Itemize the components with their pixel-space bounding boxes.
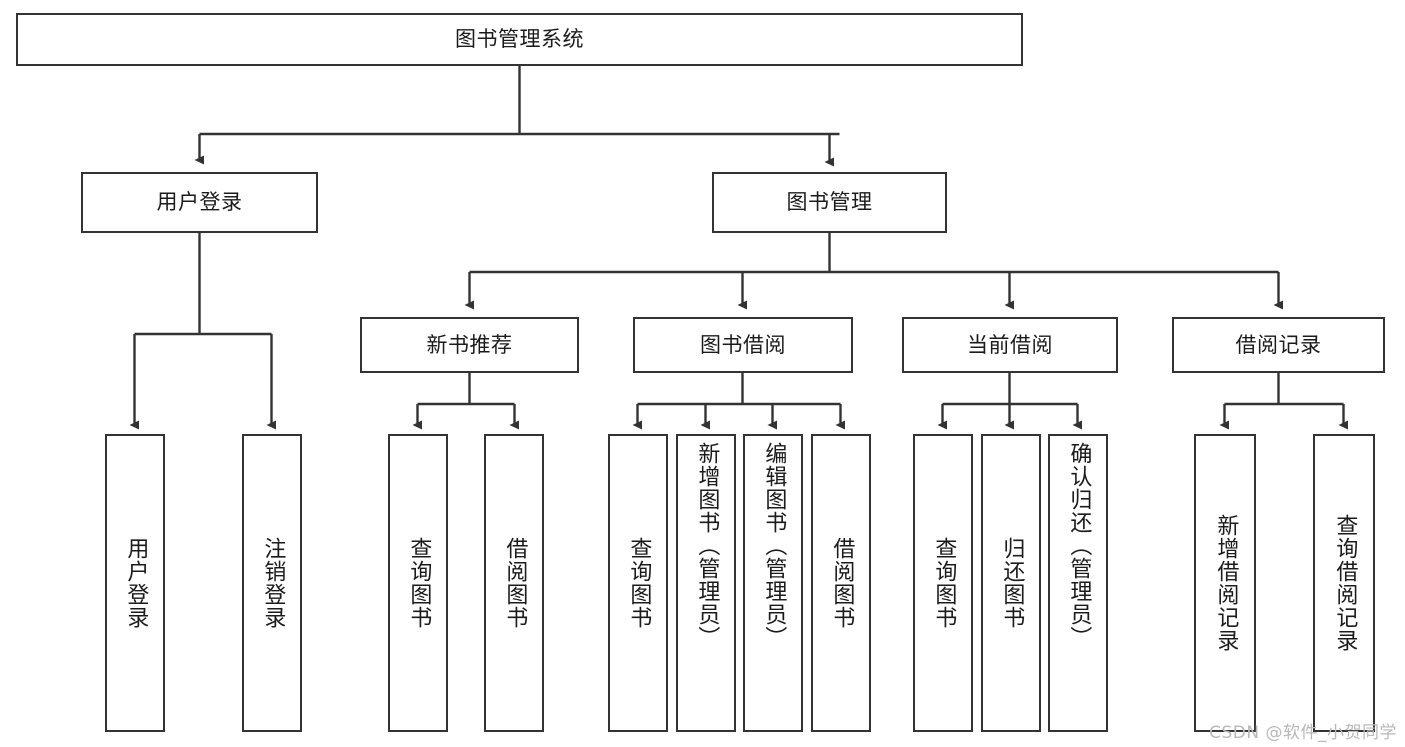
node-label: 确认归还（管理员） bbox=[1066, 442, 1092, 649]
node-user-login[interactable]: 用户登录 bbox=[81, 172, 318, 233]
leaf-logout[interactable]: 注销登录 bbox=[242, 434, 302, 732]
node-label: 归还图书 bbox=[999, 537, 1025, 629]
leaf-cb-confirm-return-admin[interactable]: 确认归还（管理员） bbox=[1048, 434, 1108, 732]
node-label: 用户登录 bbox=[123, 537, 149, 629]
node-label: 查询借阅记录 bbox=[1332, 514, 1358, 652]
node-label: 图书管理 bbox=[786, 190, 873, 215]
node-label: 新增借阅记录 bbox=[1213, 514, 1239, 652]
node-label: 新增图书（管理员） bbox=[694, 442, 720, 649]
node-label: 图书管理系统 bbox=[455, 27, 584, 52]
node-book-management[interactable]: 图书管理 bbox=[712, 172, 947, 233]
node-label: 借阅记录 bbox=[1235, 332, 1322, 357]
leaf-bb-borrow-book[interactable]: 借阅图书 bbox=[811, 434, 871, 732]
node-label: 当前借阅 bbox=[967, 332, 1053, 357]
leaf-bb-add-book-admin[interactable]: 新增图书（管理员） bbox=[676, 434, 736, 732]
leaf-cb-return-book[interactable]: 归还图书 bbox=[981, 434, 1041, 732]
leaf-nb-query-book[interactable]: 查询图书 bbox=[388, 434, 448, 732]
node-label: 用户登录 bbox=[156, 190, 243, 215]
node-label: 图书借阅 bbox=[700, 332, 786, 357]
node-new-book-recommend[interactable]: 新书推荐 bbox=[360, 317, 579, 373]
leaf-bb-query-book[interactable]: 查询图书 bbox=[608, 434, 668, 732]
leaf-br-query-record[interactable]: 查询借阅记录 bbox=[1313, 434, 1375, 732]
node-label: 编辑图书（管理员） bbox=[761, 442, 787, 649]
node-current-borrow[interactable]: 当前借阅 bbox=[902, 317, 1118, 373]
leaf-br-add-record[interactable]: 新增借阅记录 bbox=[1194, 434, 1256, 732]
node-root-book-management-system[interactable]: 图书管理系统 bbox=[16, 13, 1023, 66]
node-label: 查询图书 bbox=[406, 537, 432, 629]
node-label: 注销登录 bbox=[260, 537, 286, 629]
node-book-borrow[interactable]: 图书借阅 bbox=[633, 317, 853, 373]
leaf-bb-edit-book-admin[interactable]: 编辑图书（管理员） bbox=[743, 434, 803, 732]
watermark-text: CSDN @软件_小贺同学 bbox=[1209, 723, 1397, 743]
node-label: 查询图书 bbox=[931, 537, 957, 629]
node-label: 借阅图书 bbox=[829, 537, 855, 629]
leaf-cb-query-book[interactable]: 查询图书 bbox=[913, 434, 973, 732]
node-borrow-record[interactable]: 借阅记录 bbox=[1172, 317, 1385, 373]
leaf-nb-borrow-book[interactable]: 借阅图书 bbox=[484, 434, 544, 732]
leaf-user-login[interactable]: 用户登录 bbox=[105, 434, 165, 732]
node-label: 查询图书 bbox=[626, 537, 652, 629]
node-label: 借阅图书 bbox=[502, 537, 528, 629]
node-label: 新书推荐 bbox=[426, 332, 513, 357]
